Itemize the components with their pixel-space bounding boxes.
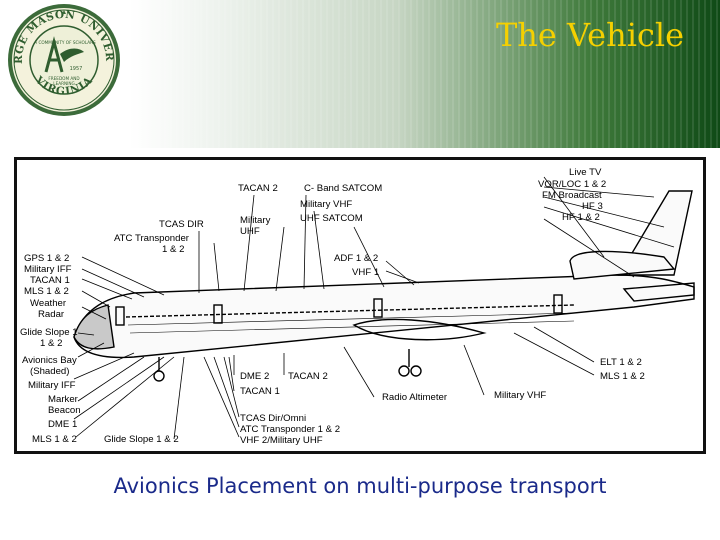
diagram-caption: Avionics Placement on multi-purpose tran… — [113, 474, 607, 498]
label-elt: ELT 1 & 2 — [600, 357, 642, 368]
label-military-vhf-bottom: Military VHF — [494, 390, 546, 401]
label-military-iff-2: Military IFF — [28, 380, 76, 391]
label-vhf2-military-uhf: VHF 2/Military UHF — [240, 435, 323, 446]
label-adf: ADF 1 & 2 — [334, 253, 378, 264]
label-mls-left: MLS 1 & 2 — [24, 286, 69, 297]
label-atc-transponder-2: 1 & 2 — [162, 244, 184, 255]
label-tcas-dir: TCAS DIR — [159, 219, 204, 230]
label-mls-right: MLS 1 & 2 — [600, 371, 645, 382]
label-dme1-left: DME 1 — [48, 419, 77, 430]
label-beacon: Beacon — [48, 405, 81, 416]
label-tcas-dir-omni: TCAS Dir/Omni — [240, 413, 306, 424]
label-military-uhf-2: UHF — [240, 226, 260, 237]
label-radar: Radar — [38, 309, 65, 320]
diagram-labels: TACAN 2 C- Band SATCOM Military VHF UHF … — [20, 167, 645, 446]
label-military-iff: Military IFF — [24, 264, 72, 275]
label-mls-bottom: MLS 1 & 2 — [32, 434, 77, 445]
label-gps: GPS 1 & 2 — [24, 253, 69, 264]
label-radio-altimeter: Radio Altimeter — [382, 392, 448, 403]
label-live-tv: Live TV — [569, 167, 602, 178]
label-hf12: HF 1 & 2 — [562, 212, 600, 223]
label-atc-transponder-bottom: ATC Transponder 1 & 2 — [240, 424, 340, 435]
seal-subtitle-2: LEARNING — [53, 81, 75, 86]
slide-title: The Vehicle — [495, 16, 685, 54]
label-glide-slope-bottom: Glide Slope 1 & 2 — [104, 434, 179, 445]
label-military-uhf-1: Military — [240, 215, 271, 226]
seal-motto: A COMMUNITY OF SCHOLARS — [34, 40, 96, 45]
university-seal-icon: GEORGE MASON UNIVERSITY VIRGINIA A COMMU… — [1, 0, 122, 118]
seal-year: 1957 — [70, 66, 83, 72]
label-tacan1: TACAN 1 — [30, 275, 70, 286]
label-tacan2-bottom: TACAN 2 — [288, 371, 328, 382]
label-vhf1: VHF 1 — [352, 267, 379, 278]
label-cband-satcom: C- Band SATCOM — [304, 183, 382, 194]
header-stripes — [140, 0, 720, 150]
label-atc-transponder-1: ATC Transponder — [114, 233, 190, 244]
label-hf3: HF 3 — [582, 201, 603, 212]
label-weather: Weather — [30, 298, 67, 309]
label-avionics-bay-1: Avionics Bay — [22, 355, 77, 366]
label-tacan2-top: TACAN 2 — [238, 183, 278, 194]
label-glide-slope-2: 1 & 2 — [40, 338, 62, 349]
label-fm-broadcast: FM Broadcast — [542, 190, 602, 201]
label-tacan1-bottom: TACAN 1 — [240, 386, 280, 397]
aircraft-drawing — [73, 190, 695, 382]
header-rule — [0, 148, 720, 150]
label-avionics-bay-2: (Shaded) — [30, 366, 69, 377]
label-marker: Marker — [48, 394, 79, 405]
label-dme2: DME 2 — [240, 371, 269, 382]
header-band — [0, 0, 720, 150]
leader-lines — [73, 176, 675, 440]
label-uhf-satcom: UHF SATCOM — [300, 213, 363, 224]
label-military-vhf: Military VHF — [300, 199, 352, 210]
avionics-diagram: TACAN 2 C- Band SATCOM Military VHF UHF … — [14, 157, 706, 454]
label-vor-loc: VOR/LOC 1 & 2 — [538, 179, 606, 190]
seal-subtitle-1: FREEDOM AND — [48, 76, 79, 81]
label-glide-slope-1: Glide Slope 1 — [20, 327, 78, 338]
